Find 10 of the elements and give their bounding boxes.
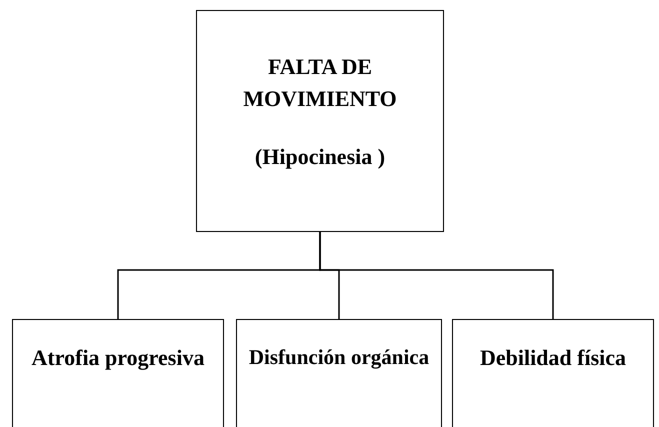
node-title: Disfunción orgánica — [248, 344, 430, 371]
node-subtitle: (Hipocinesia ) — [254, 142, 386, 171]
effect-box — [12, 319, 224, 427]
effect-box — [452, 319, 654, 427]
effect-box — [236, 319, 442, 427]
connector-line — [319, 232, 554, 319]
node-title: Debilidad física — [480, 344, 626, 372]
node-title: FALTA DE MOVIMIENTO — [242, 53, 398, 113]
main-box — [196, 10, 444, 232]
node-title: Atrofia progresiva — [32, 344, 204, 372]
